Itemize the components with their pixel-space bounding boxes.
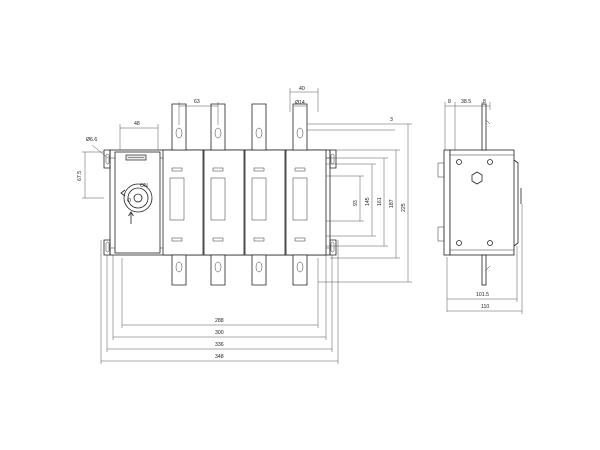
- dim-3: 3: [307, 117, 395, 131]
- screw-icon: [456, 240, 462, 246]
- dim-40: 40: [289, 86, 319, 112]
- svg-text:187: 187: [389, 199, 395, 208]
- slot-hole-br: [330, 241, 335, 253]
- svg-text:67.5: 67.5: [77, 171, 83, 181]
- svg-text:63: 63: [194, 99, 200, 105]
- dim-187: 187: [330, 149, 400, 259]
- mount-ear-top-left: [103, 149, 111, 169]
- slot-hole-tr: [330, 153, 335, 165]
- svg-text:300: 300: [215, 330, 224, 336]
- mount-ear-bottom-right: [329, 239, 337, 256]
- svg-text:38.5: 38.5: [461, 99, 471, 105]
- rotary-dial-outer[interactable]: [123, 183, 153, 213]
- pole-3: [244, 103, 286, 286]
- side-terminal-top-bend: [485, 119, 491, 125]
- dim-side-8b: 8: [482, 99, 491, 110]
- operator-module: [114, 151, 161, 254]
- svg-text:145: 145: [365, 197, 371, 206]
- slot-hole-bl: [105, 241, 110, 253]
- dim-288: 288: [121, 258, 319, 328]
- svg-text:8: 8: [448, 99, 451, 105]
- rotary-dial-hub: [133, 193, 143, 203]
- side-body: [449, 149, 515, 256]
- svg-text:48: 48: [134, 121, 140, 127]
- svg-text:110: 110: [481, 304, 489, 310]
- dim-161: 161: [326, 157, 388, 247]
- screw-icon: [456, 159, 462, 165]
- dim-336: 336: [106, 255, 333, 352]
- svg-text:Ø14: Ø14: [295, 100, 305, 106]
- svg-text:8: 8: [483, 99, 486, 105]
- dim-145: 145: [326, 163, 376, 237]
- side-mount-rail: [443, 149, 451, 256]
- screw-icon: [487, 159, 493, 165]
- dim-48: 48: [119, 121, 159, 150]
- pole-2: [203, 103, 245, 286]
- side-terminal-bottom: [481, 254, 487, 286]
- svg-text:225: 225: [401, 203, 407, 212]
- dial-pointer-icon: [120, 189, 126, 197]
- dim-side-38-5: 38.5: [454, 99, 483, 150]
- rotary-dial-inner[interactable]: [127, 187, 149, 209]
- dim-93: 93: [326, 175, 364, 222]
- mount-ear-bottom-left: [103, 239, 111, 256]
- dim-63: 63: [178, 99, 219, 125]
- svg-text:40: 40: [299, 86, 305, 92]
- svg-text:Ø6.6: Ø6.6: [86, 137, 97, 143]
- svg-text:101.5: 101.5: [476, 292, 489, 298]
- svg-text:348: 348: [215, 354, 224, 360]
- dim-300: 300: [112, 255, 327, 340]
- dim-225: 225: [318, 123, 412, 283]
- svg-text:336: 336: [215, 342, 224, 348]
- side-terminal-bottom-bend: [485, 265, 491, 271]
- dim-side-110: 110: [447, 204, 523, 314]
- screw-icon: [487, 240, 493, 246]
- handle-off-mark: O: [127, 198, 131, 204]
- pole-1: [162, 103, 204, 286]
- handle-on-mark: ON: [140, 183, 148, 189]
- dim-side-8a: 8: [444, 99, 455, 150]
- dim-hole-6-6: Ø6.6: [86, 137, 109, 159]
- side-view: 8 38.5 8 101.5 110: [437, 99, 523, 314]
- dim-67-5: 67.5: [77, 151, 104, 199]
- pole-4: [285, 103, 327, 286]
- slot-hole-tl: [105, 153, 110, 165]
- side-rail-tab-bottom: [437, 226, 445, 242]
- svg-text:161: 161: [377, 197, 383, 206]
- svg-text:93: 93: [353, 200, 359, 206]
- dim-side-101-5: 101.5: [446, 246, 518, 312]
- shaft-hex-icon: [471, 171, 483, 185]
- side-flange: [513, 159, 519, 247]
- svg-text:288: 288: [215, 318, 224, 324]
- front-view: ON O: [77, 86, 412, 364]
- svg-text:3: 3: [390, 117, 393, 123]
- dim-348: 348: [100, 240, 339, 364]
- dim-d14: Ø14: [294, 100, 306, 107]
- side-terminal-top: [481, 103, 487, 151]
- arrow-up-icon: [128, 211, 134, 217]
- side-rail-tab-top: [437, 162, 445, 178]
